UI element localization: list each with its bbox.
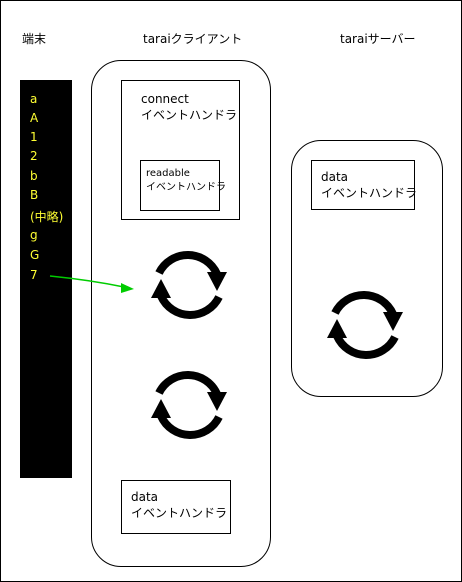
event-loop-cycle-icon: [327, 295, 403, 355]
terminal-title: 端末: [22, 32, 47, 46]
readable-handler-sub: イベントハンドラ: [146, 182, 226, 193]
readable-handler-name: readable: [146, 168, 190, 179]
terminal-line: B: [30, 188, 39, 202]
input-flow-arrow-icon: [49, 275, 134, 293]
terminal-line: b: [30, 169, 38, 183]
terminal-line: A: [30, 111, 39, 125]
client-data-handler-sub: イベントハンドラ: [131, 506, 228, 520]
server-data-handler-box: data イベントハンドラ: [311, 160, 418, 210]
server-data-handler-name: data: [321, 170, 349, 184]
readable-handler-box: readable イベントハンドラ: [140, 160, 226, 211]
server-title: taraiサーバー: [340, 32, 416, 46]
server-data-handler-sub: イベントハンドラ: [321, 186, 418, 200]
event-loop-cycle-icon: [151, 375, 227, 435]
event-loop-cycle-icon: [151, 255, 227, 315]
terminal-line: 1: [30, 130, 38, 144]
terminal-line: G: [30, 248, 40, 262]
terminal-line: 2: [30, 149, 38, 163]
terminal-line: a: [30, 92, 38, 106]
connect-handler-sub: イベントハンドラ: [141, 108, 238, 122]
terminal-line: 7: [30, 268, 38, 282]
connect-handler-name: connect: [141, 92, 189, 106]
terminal-line: g: [30, 228, 38, 242]
client-data-handler-box: data イベントハンドラ: [121, 480, 231, 534]
terminal-line: (中略): [30, 210, 64, 224]
terminal-panel: a A 1 2 b B (中略) g G 7: [20, 80, 72, 478]
client-data-handler-name: data: [131, 490, 159, 504]
client-title: taraiクライアント: [143, 32, 243, 46]
